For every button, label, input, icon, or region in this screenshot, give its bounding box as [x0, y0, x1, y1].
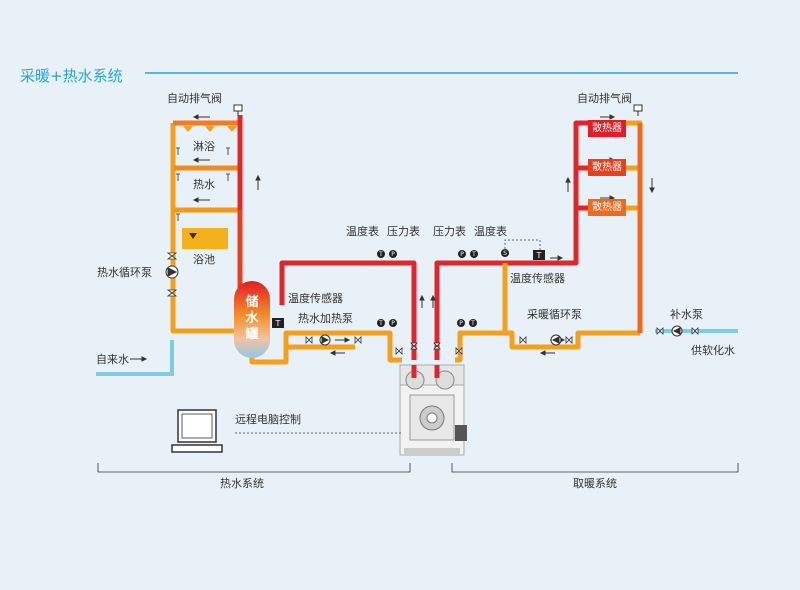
pump-icons	[165, 265, 683, 346]
storage-tank	[234, 281, 270, 358]
pressure-gauge-label-1: 压力表	[387, 225, 420, 238]
tank-temp-sensor	[272, 318, 284, 328]
bath-pool-label: 浴池	[193, 253, 215, 266]
faucet-marks	[176, 147, 230, 221]
left-building-pipes	[170, 115, 243, 334]
auto-vent-label-right: 自动排气阀	[577, 92, 632, 105]
bath-pool	[182, 228, 228, 249]
tank-label-1: 储	[245, 295, 259, 310]
makeup-pump-label: 补水泵	[670, 308, 703, 321]
page-title: 采暖+热水系统	[20, 67, 123, 85]
svg-text:P: P	[459, 320, 463, 327]
hw-boost-pump-label: 热水加热泵	[298, 312, 353, 325]
supply-pipes	[279, 120, 588, 360]
tank-label-2: 水	[245, 311, 259, 326]
tap-water-label: 自来水	[96, 353, 129, 366]
hw-circ-pump-label: 热水循环泵	[97, 266, 152, 279]
pool-level-icon	[189, 233, 197, 239]
soft-water-label: 供软化水	[691, 344, 735, 357]
computer-icon	[171, 409, 223, 453]
svg-text:T: T	[470, 320, 475, 327]
svg-text:T: T	[378, 320, 383, 327]
boiler-connectors	[411, 365, 440, 378]
svg-text:T: T	[378, 251, 383, 258]
shower-heads	[183, 126, 237, 132]
temp-sensor-label-right: 温度传感器	[510, 272, 565, 285]
auto-vent-valve-left	[233, 104, 243, 116]
svg-text:T: T	[471, 251, 476, 258]
thermometer-label-2: 温度表	[474, 225, 507, 238]
svg-text:T: T	[275, 319, 281, 328]
heating-system-label: 取暖系统	[573, 477, 617, 490]
system-brackets	[97, 463, 739, 473]
remote-control-label: 远程电脑控制	[235, 413, 301, 426]
tank-label-3: 罐	[245, 327, 259, 342]
svg-text:P: P	[391, 320, 395, 327]
heating-circ-pump-label: 采暖循环泵	[527, 308, 582, 321]
svg-text:P: P	[460, 251, 464, 258]
sensor-signal-line	[504, 239, 541, 250]
right-temp-sensor	[533, 250, 545, 260]
shower-label: 淋浴	[193, 140, 215, 153]
auto-vent-label-left: 自动排气阀	[167, 92, 222, 105]
thermometer-label-1: 温度表	[346, 225, 379, 238]
boiler-unit	[399, 364, 467, 456]
pressure-gauge-label-2: 压力表	[433, 225, 466, 238]
svg-text:S: S	[503, 250, 507, 257]
hot-water-label: 热水	[193, 178, 215, 191]
svg-text:T: T	[536, 251, 542, 260]
return-pipes	[249, 120, 643, 365]
temp-sensor-label-left: 温度传感器	[288, 292, 343, 305]
valve-icons	[166, 252, 699, 355]
svg-text:P: P	[391, 251, 395, 258]
radiator-3: 散热器	[588, 199, 626, 216]
radiator-1: 散热器	[588, 120, 626, 137]
gauge-icons: T P P T T P P T S	[377, 249, 509, 327]
auto-vent-valve-right	[633, 104, 643, 116]
hot-water-system-label: 热水系统	[220, 477, 264, 490]
radiator-2: 散热器	[588, 159, 626, 176]
